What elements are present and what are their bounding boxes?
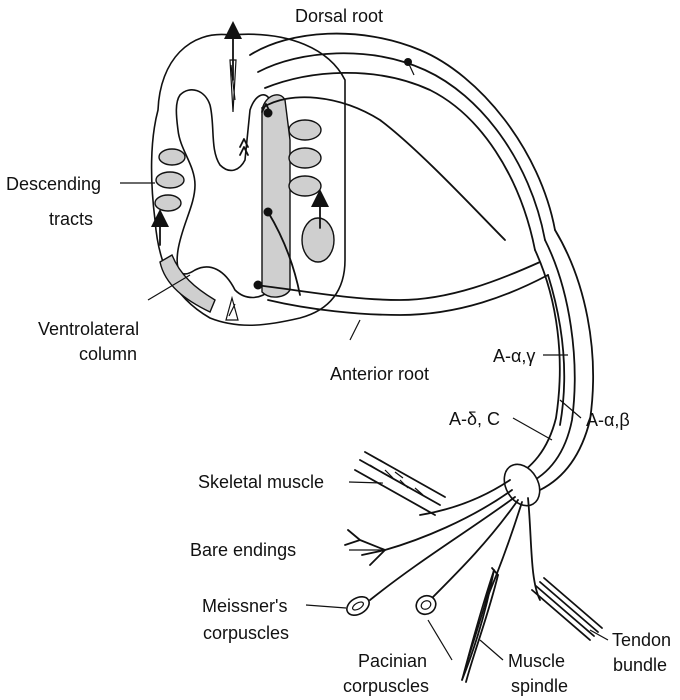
right-tract-1 bbox=[289, 120, 321, 140]
descending-tract-2 bbox=[156, 172, 184, 188]
label-skeletal-muscle: Skeletal muscle bbox=[198, 472, 324, 492]
label-muscle-spindle-line2: spindle bbox=[511, 676, 568, 696]
label-dorsal-root: Dorsal root bbox=[295, 6, 383, 26]
descending-tract-3 bbox=[155, 195, 181, 211]
label-bare-endings: Bare endings bbox=[190, 540, 296, 560]
label-descending-tracts-line1: Descending bbox=[6, 174, 101, 194]
label-pacinian-line1: Pacinian bbox=[358, 651, 427, 671]
label-a-delta-c: A-δ, C bbox=[449, 409, 500, 429]
muscle-spindle bbox=[462, 570, 494, 680]
label-muscle-spindle-line1: Muscle bbox=[508, 651, 565, 671]
meissner-corpuscle bbox=[344, 593, 373, 619]
label-ventrolateral-line1: Ventrolateral bbox=[38, 319, 139, 339]
label-meissner-line2: corpuscles bbox=[203, 623, 289, 643]
label-descending-tracts-line2: tracts bbox=[49, 209, 93, 229]
right-tract-2 bbox=[289, 148, 321, 168]
label-a-alpha-gamma: A-α,γ bbox=[493, 346, 535, 366]
right-tract-4 bbox=[302, 218, 334, 262]
descending-tract-1 bbox=[159, 149, 185, 165]
label-anterior-root: Anterior root bbox=[330, 364, 429, 384]
label-tendon-bundle-line1: Tendon bbox=[612, 630, 671, 650]
label-tendon-bundle-line2: bundle bbox=[613, 655, 667, 675]
label-meissner-line1: Meissner's bbox=[202, 596, 287, 616]
label-a-alpha-beta: A-α,β bbox=[586, 410, 630, 430]
peripheral-branches bbox=[344, 452, 602, 682]
right-tract-3 bbox=[289, 176, 321, 196]
label-ventrolateral-line2: column bbox=[79, 344, 137, 364]
label-pacinian-line2: corpuscles bbox=[343, 676, 429, 696]
skeletal-muscle-fiber bbox=[355, 452, 445, 515]
right-gray-column bbox=[262, 95, 290, 297]
